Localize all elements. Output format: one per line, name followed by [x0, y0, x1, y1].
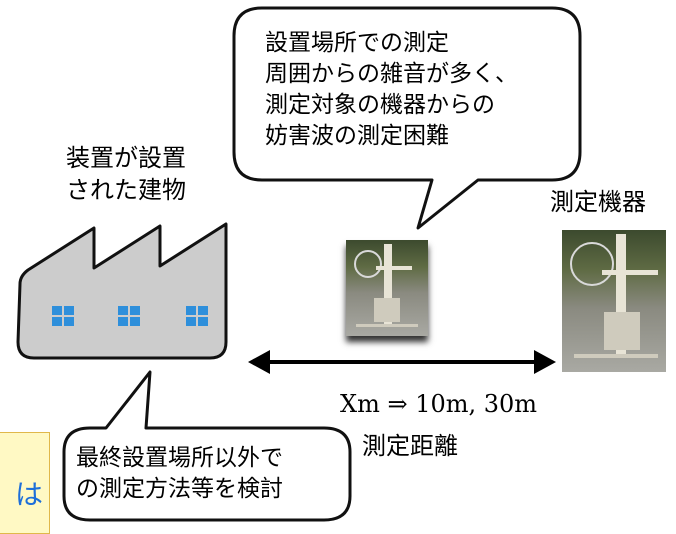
- distance-arrow: [248, 350, 556, 374]
- top-bubble-line4: 妨害波の測定困難: [265, 123, 449, 149]
- top-speech-bubble: [232, 6, 582, 230]
- building-label-line1: 装置が設置: [66, 144, 186, 172]
- side-note-box: は: [0, 432, 50, 534]
- building-windows: [52, 306, 208, 326]
- distance-label: 測定距離: [362, 432, 458, 460]
- far-instrument-photo: [562, 230, 666, 372]
- bottom-speech-bubble: [62, 370, 352, 522]
- side-note-text: は: [14, 478, 43, 511]
- bottom-bubble-line2: の測定方法等を検討: [76, 476, 283, 502]
- top-bubble-text: 設置場所での測定 周囲からの雑音が多く、 測定対象の機器からの 妨害波の測定困難: [265, 28, 518, 152]
- building-label-line2: された建物: [66, 176, 186, 204]
- building-label: 装置が設置 された建物: [66, 142, 186, 206]
- top-bubble-line1: 設置場所での測定: [265, 30, 449, 56]
- bottom-bubble-text: 最終設置場所以外で の測定方法等を検討: [76, 443, 283, 505]
- distance-values: Xm ⇒ 10m, 30m: [340, 390, 538, 418]
- top-bubble-line2: 周囲からの雑音が多く、: [265, 61, 518, 87]
- instrument-label: 測定機器: [550, 188, 646, 216]
- factory-building-icon: [16, 222, 228, 360]
- top-bubble-line3: 測定対象の機器からの: [265, 92, 495, 118]
- near-instrument-photo: [346, 240, 428, 336]
- bottom-bubble-line1: 最終設置場所以外で: [76, 445, 283, 471]
